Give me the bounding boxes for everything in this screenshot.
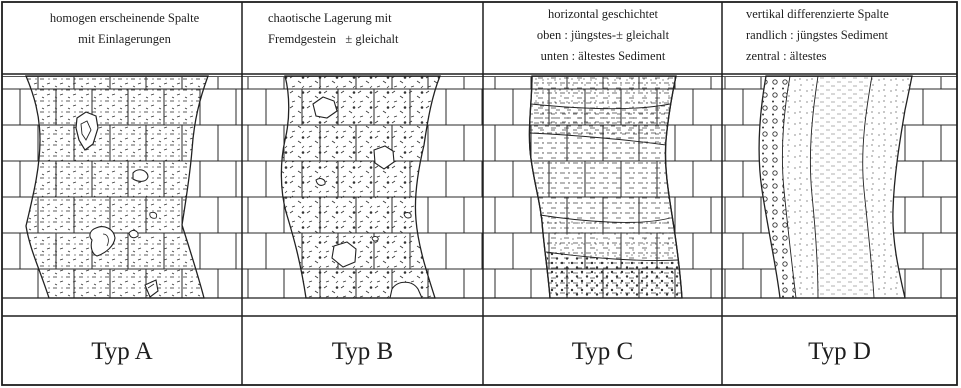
fissure-d [759,76,912,298]
panel-c-line-2: oben : jüngstes-± gleichalt [488,25,718,46]
panel-d-line-1: vertikal differenzierte Spalte [746,4,956,25]
clast-a8 [129,230,138,237]
panel-c-line-1: horizontal geschichtet [488,4,718,25]
clast-a9 [150,212,157,218]
panel-a-label: Typ A [2,332,242,372]
panel-d-label: Typ D [722,332,957,372]
panel-b-label: Typ B [242,332,483,372]
clast-b6 [372,237,378,242]
panel-c-label: Typ C [483,332,722,372]
clast-a3 [133,170,148,182]
panel-c-description: horizontal geschichtet oben : jüngstes-±… [488,4,718,67]
panel-b-line-1: chaotische Lagerung mit [268,8,478,29]
panel-a-description: homogen erscheinende Spalte mit Einlager… [12,8,237,50]
fissure-a [26,76,208,298]
panel-d-description: vertikal differenzierte Spalte randlich … [746,4,956,67]
panel-a-line-1: homogen erscheinende Spalte [12,8,237,29]
panel-d-line-3: zentral : ältestes [746,46,956,67]
panel-b-description: chaotische Lagerung mit Fremdgestein ± g… [268,8,478,50]
fissure-c [529,76,682,298]
panel-d-line-2: randlich : jüngstes Sediment [746,25,956,46]
panel-b-line-2: Fremdgestein ± gleichalt [268,29,478,50]
fissure-b [281,76,440,298]
panel-a-line-2: mit Einlagerungen [12,29,237,50]
layer-c-top [531,76,676,109]
panel-c-line-3: unten : ältestes Sediment [488,46,718,67]
